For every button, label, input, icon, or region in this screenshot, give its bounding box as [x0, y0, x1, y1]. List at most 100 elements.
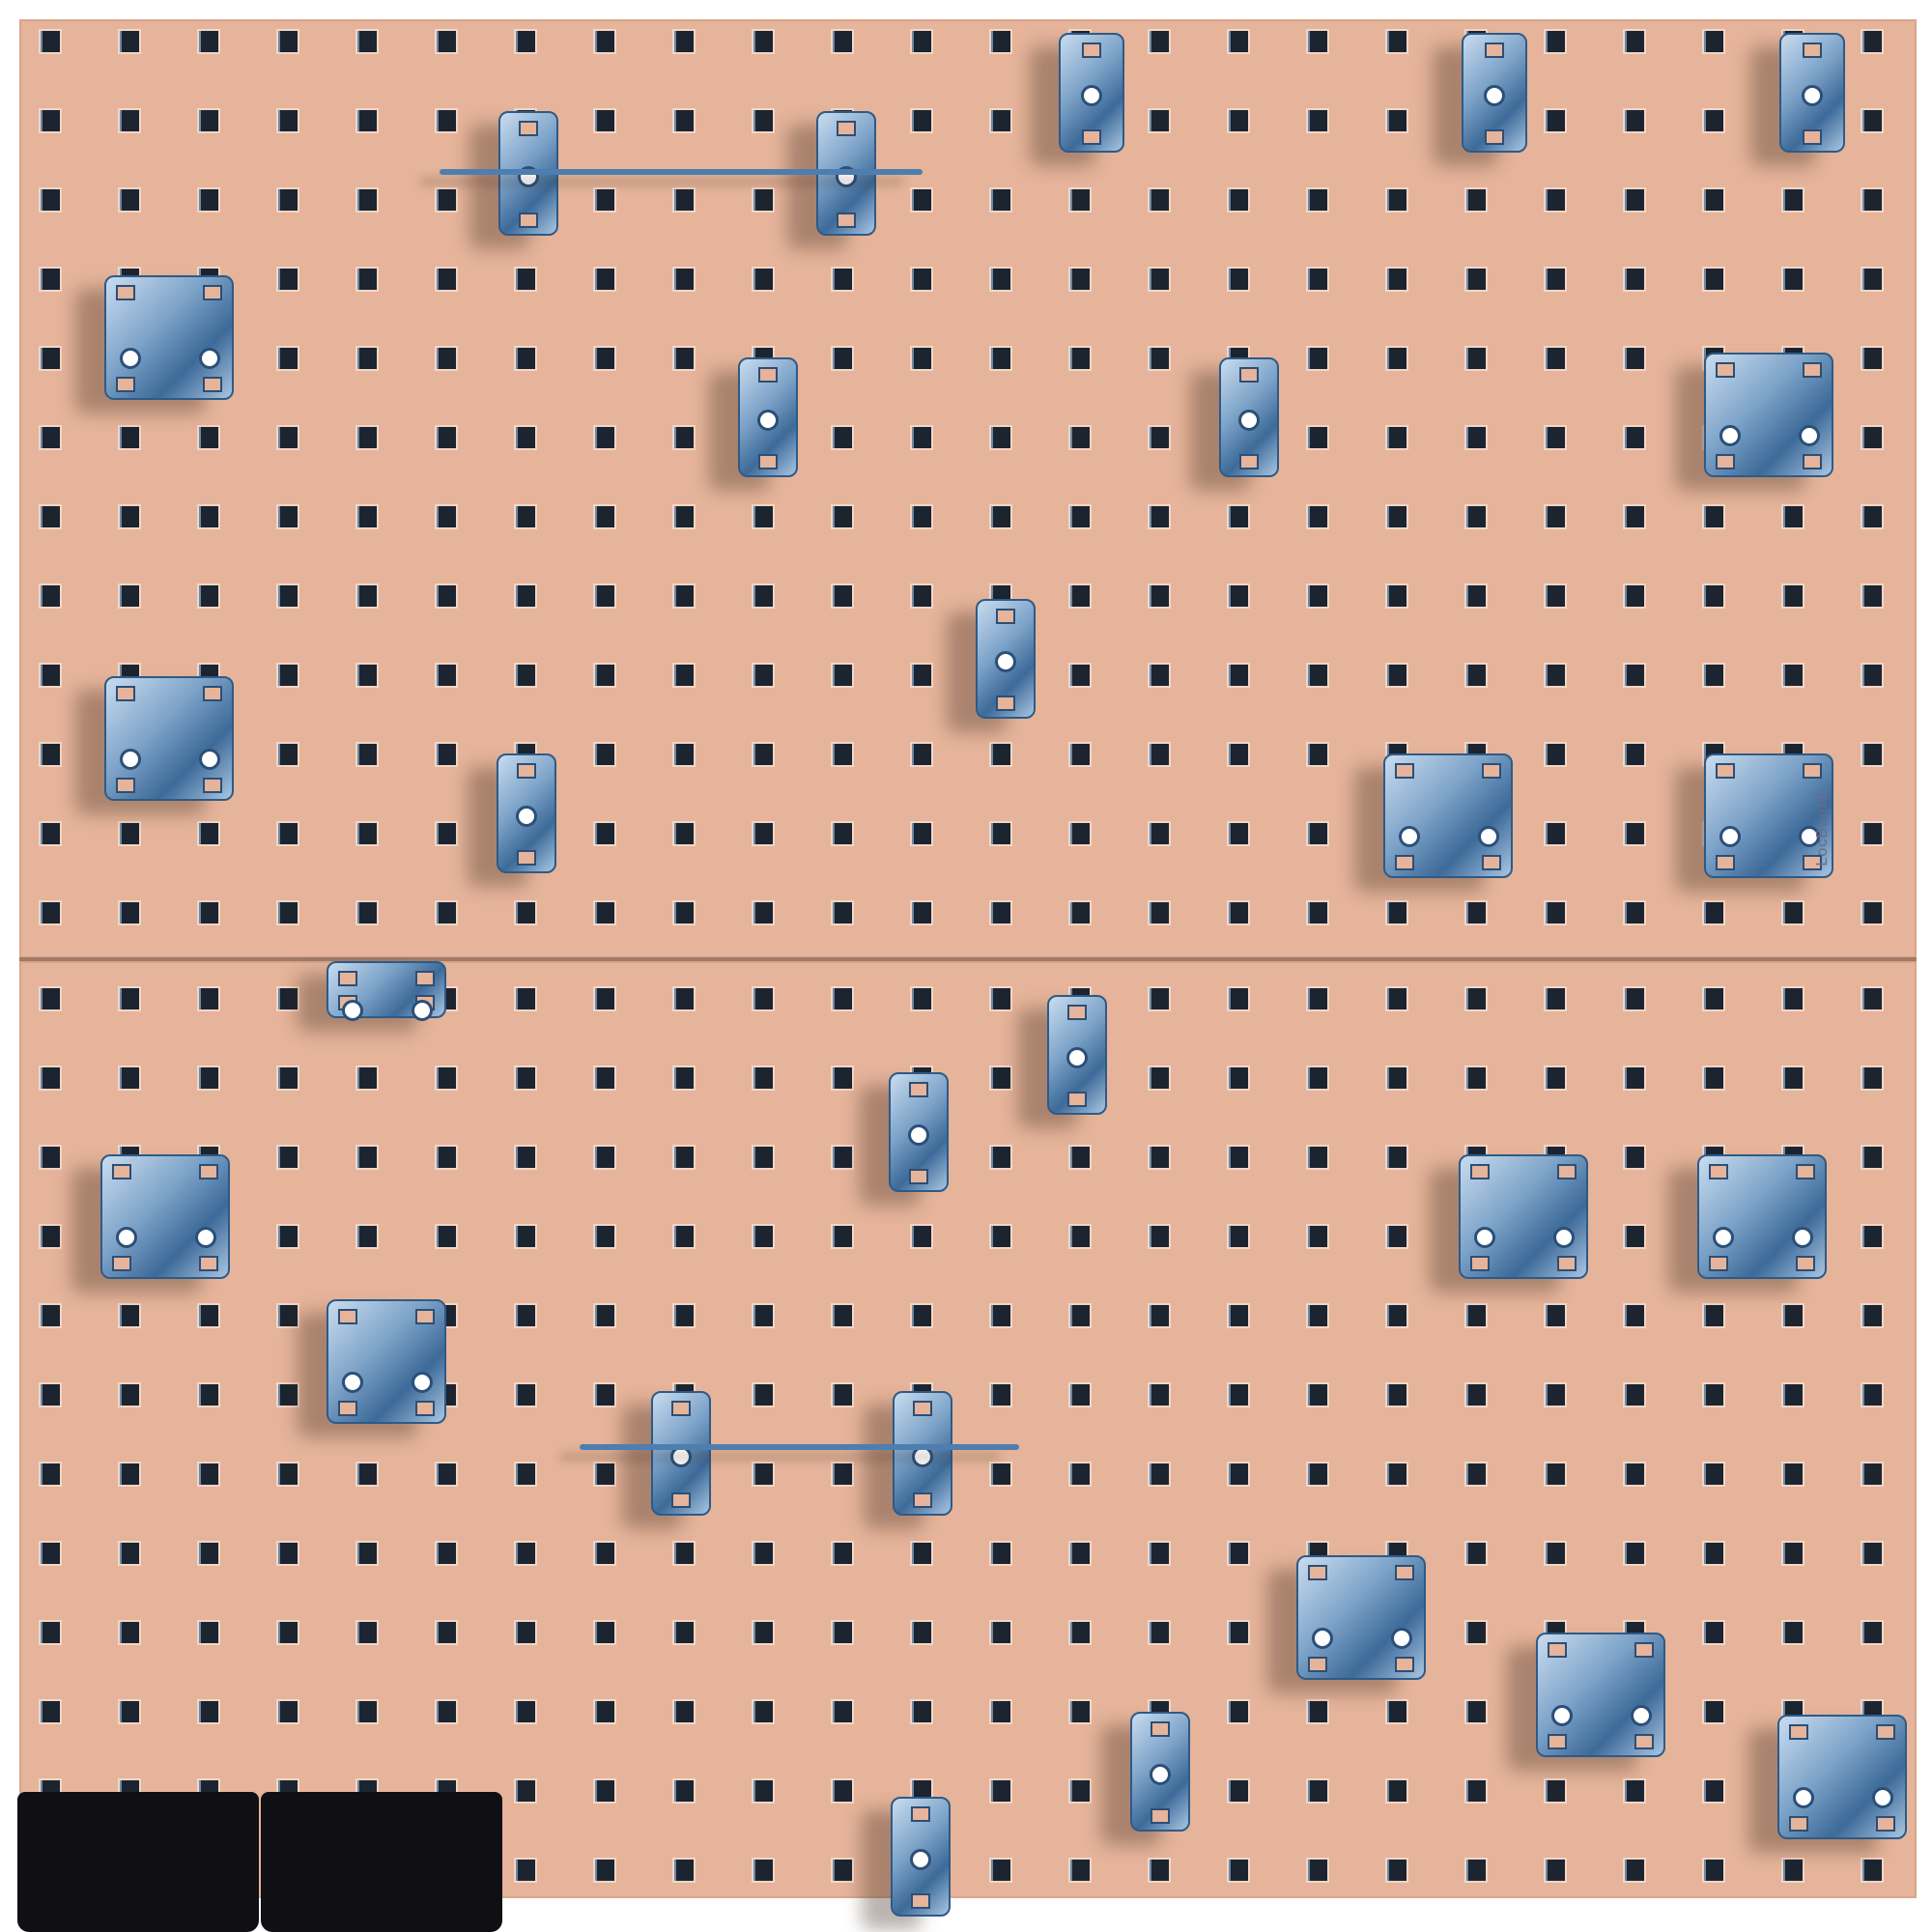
peg-hole	[1229, 1067, 1248, 1089]
hook-slot	[203, 686, 222, 701]
peg-hole	[1229, 189, 1248, 211]
peg-hole	[357, 1701, 377, 1722]
peg-hole	[595, 1860, 614, 1881]
peg-hole	[674, 506, 694, 527]
peg-hole	[912, 744, 931, 765]
peg-hole	[753, 1701, 773, 1722]
peg-hole	[120, 585, 139, 607]
peg-hole	[753, 189, 773, 211]
screw-icon	[1553, 1226, 1575, 1248]
peg-hole	[1546, 1463, 1565, 1485]
peg-hole	[674, 1543, 694, 1564]
peg-hole	[595, 506, 614, 527]
peg-hole	[1308, 1701, 1327, 1722]
hook-slot	[1470, 1164, 1490, 1179]
pegboard-hook	[738, 357, 798, 477]
peg-hole	[516, 348, 535, 369]
hook-slot	[1803, 454, 1822, 469]
peg-hole	[1625, 1780, 1644, 1802]
peg-hole	[357, 31, 377, 52]
peg-hole	[357, 1226, 377, 1247]
peg-hole	[833, 1226, 852, 1247]
screw-icon	[412, 1371, 433, 1393]
peg-hole	[833, 1860, 852, 1881]
pegboard-hook	[1697, 1154, 1827, 1279]
peg-hole	[674, 348, 694, 369]
hook-slot	[112, 1256, 131, 1271]
peg-hole	[1862, 348, 1882, 369]
peg-hole	[1308, 1226, 1327, 1247]
peg-hole	[833, 269, 852, 290]
peg-hole	[912, 1543, 931, 1564]
peg-hole	[199, 31, 218, 52]
screw-icon	[1551, 1704, 1573, 1726]
screw-icon	[1478, 825, 1499, 847]
hook-slot	[909, 1169, 928, 1184]
hook-slot	[1308, 1565, 1327, 1580]
peg-hole	[595, 1622, 614, 1643]
screw-icon	[1719, 424, 1741, 446]
peg-hole	[595, 1780, 614, 1802]
peg-hole	[1862, 1384, 1882, 1406]
peg-hole	[1308, 1067, 1327, 1089]
hook-slot	[1803, 362, 1822, 378]
peg-hole	[1387, 1067, 1406, 1089]
peg-hole	[1546, 269, 1565, 290]
peg-hole	[120, 823, 139, 844]
peg-hole	[278, 427, 298, 448]
peg-hole	[437, 110, 456, 131]
peg-hole	[1862, 1543, 1882, 1564]
hook-slot	[1803, 43, 1822, 58]
peg-hole	[357, 506, 377, 527]
peg-hole	[912, 988, 931, 1009]
peg-hole	[674, 1860, 694, 1881]
peg-hole	[1150, 1384, 1169, 1406]
screw-icon	[1066, 1047, 1088, 1068]
peg-hole	[278, 823, 298, 844]
peg-hole	[1466, 1384, 1486, 1406]
peg-hole	[1625, 506, 1644, 527]
pegboard-hook	[976, 599, 1036, 719]
peg-hole	[674, 110, 694, 131]
peg-hole	[357, 189, 377, 211]
hook-slot	[1395, 855, 1414, 870]
peg-hole	[991, 1147, 1010, 1168]
peg-hole	[1466, 1305, 1486, 1326]
peg-hole	[1308, 189, 1327, 211]
peg-hole	[1070, 506, 1090, 527]
peg-hole	[595, 1463, 614, 1485]
peg-hole	[437, 744, 456, 765]
peg-hole	[1704, 1622, 1723, 1643]
pegboard-hook	[1383, 753, 1513, 878]
screw-icon	[199, 748, 220, 770]
peg-hole	[674, 1067, 694, 1089]
peg-hole	[1625, 348, 1644, 369]
peg-hole	[199, 1463, 218, 1485]
peg-hole	[833, 1701, 852, 1722]
hook-slot	[519, 213, 538, 228]
peg-hole	[437, 427, 456, 448]
peg-hole	[41, 1305, 60, 1326]
peg-hole	[278, 1147, 298, 1168]
peg-hole	[753, 1860, 773, 1881]
peg-hole	[1625, 1067, 1644, 1089]
peg-hole	[357, 902, 377, 923]
peg-hole	[991, 1780, 1010, 1802]
peg-hole	[516, 1463, 535, 1485]
peg-hole	[1783, 1305, 1803, 1326]
hook-slot	[1082, 129, 1101, 145]
hook-slot	[1395, 1565, 1414, 1580]
pegboard-hook	[893, 1391, 952, 1516]
screw-icon	[757, 410, 779, 431]
peg-hole	[120, 31, 139, 52]
hook-slot	[415, 1401, 435, 1416]
peg-hole	[1466, 189, 1486, 211]
peg-hole	[912, 1780, 931, 1802]
hook-slot	[517, 763, 536, 779]
peg-hole	[1466, 269, 1486, 290]
peg-hole	[357, 348, 377, 369]
peg-hole	[199, 902, 218, 923]
peg-hole	[437, 506, 456, 527]
peg-hole	[833, 348, 852, 369]
hook-slot	[758, 367, 778, 383]
